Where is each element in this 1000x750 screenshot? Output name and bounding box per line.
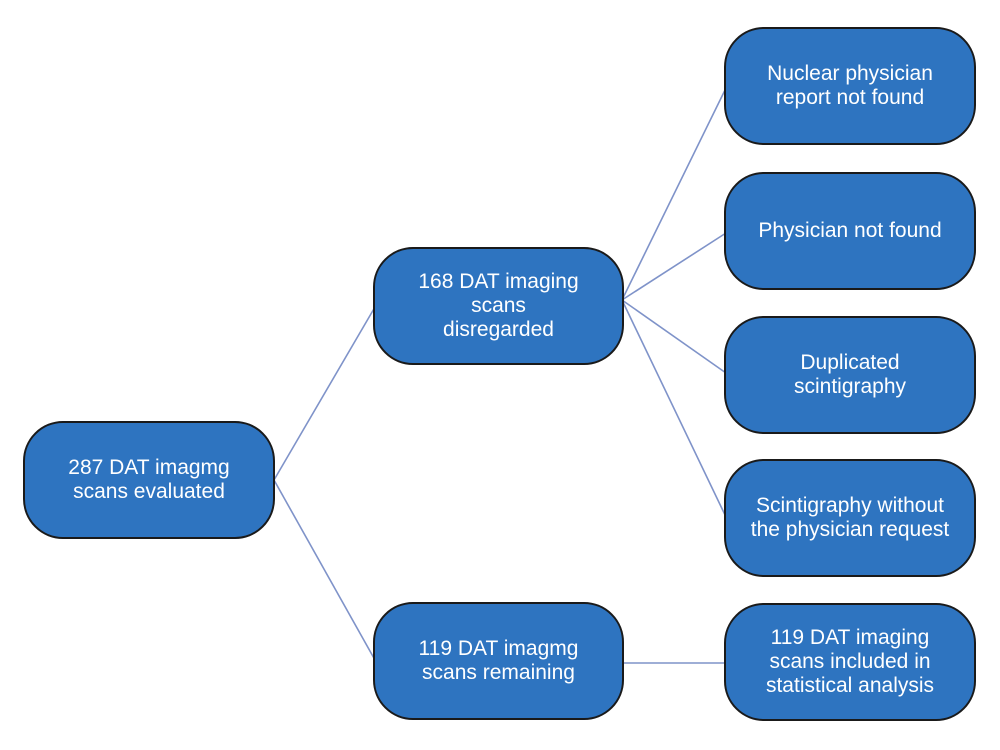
- node-duplicated: Duplicated scintigraphy: [724, 316, 976, 434]
- node-without-request-label: Scintigraphy without the physician reque…: [750, 493, 950, 541]
- node-included-label: 119 DAT imaging scans included in statis…: [765, 625, 935, 698]
- connector-disregarded-to-duplicated: [621, 299, 727, 374]
- node-without-request: Scintigraphy without the physician reque…: [724, 459, 976, 577]
- connector-root-to-remaining: [273, 479, 376, 661]
- connector-disregarded-to-report: [621, 87, 727, 301]
- connector-disregarded-to-without-request: [621, 299, 727, 518]
- node-included: 119 DAT imaging scans included in statis…: [724, 603, 976, 721]
- node-disregarded-label: 168 DAT imaging scans disregarded: [418, 269, 579, 342]
- node-total-evaluated: 287 DAT imagmg scans evaluated: [23, 421, 275, 539]
- node-report-not-found: Nuclear physician report not found: [724, 27, 976, 145]
- node-physician-not-found: Physician not found: [724, 172, 976, 290]
- node-remaining-label: 119 DAT imagmg scans remaining: [418, 636, 579, 684]
- node-duplicated-label: Duplicated scintigraphy: [793, 350, 907, 398]
- node-physician-not-found-label: Physician not found: [758, 218, 942, 242]
- node-total-evaluated-label: 287 DAT imagmg scans evaluated: [68, 455, 230, 503]
- node-report-not-found-label: Nuclear physician report not found: [767, 61, 933, 109]
- node-remaining: 119 DAT imagmg scans remaining: [373, 602, 624, 720]
- node-disregarded: 168 DAT imaging scans disregarded: [373, 247, 624, 365]
- connector-root-to-disregarded: [273, 306, 376, 481]
- connector-disregarded-to-physician: [621, 232, 727, 301]
